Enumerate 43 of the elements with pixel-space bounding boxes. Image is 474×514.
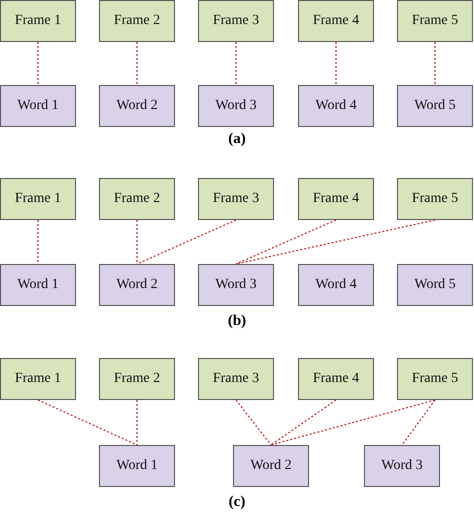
word-box: Word 5 — [397, 264, 473, 306]
word-box: Word 5 — [397, 85, 473, 127]
frame-box: Frame 4 — [298, 178, 374, 220]
word-box: Word 2 — [233, 445, 309, 487]
frame-box: Frame 5 — [397, 358, 473, 400]
frame-box: Frame 3 — [198, 0, 274, 42]
dotted-line — [270, 400, 336, 446]
frame-box: Frame 5 — [397, 0, 473, 42]
dotted-line — [402, 400, 436, 446]
dotted-line — [236, 220, 436, 264]
word-box: Word 3 — [198, 85, 274, 127]
panel-caption: (c) — [228, 494, 246, 511]
dotted-line — [38, 400, 138, 446]
frame-box: Frame 1 — [0, 0, 76, 42]
panel-caption: (a) — [228, 131, 246, 148]
word-box: Word 3 — [364, 445, 440, 487]
dotted-line — [434, 42, 436, 86]
frame-box: Frame 2 — [99, 178, 175, 220]
dotted-line — [270, 400, 436, 446]
word-box: Word 2 — [99, 264, 175, 306]
frame-box: Frame 4 — [298, 0, 374, 42]
word-box: Word 3 — [198, 264, 274, 306]
word-box: Word 1 — [0, 264, 76, 306]
dotted-line — [236, 400, 272, 446]
frame-box: Frame 5 — [397, 178, 473, 220]
panel-caption: (b) — [228, 313, 246, 330]
dotted-line — [136, 220, 236, 264]
dotted-line — [136, 42, 138, 86]
word-box: Word 4 — [298, 264, 374, 306]
word-box: Word 2 — [99, 85, 175, 127]
frame-box: Frame 2 — [99, 0, 175, 42]
frame-box: Frame 2 — [99, 358, 175, 400]
word-box: Word 4 — [298, 85, 374, 127]
dotted-line — [236, 220, 336, 264]
frame-box: Frame 3 — [198, 358, 274, 400]
frame-box: Frame 1 — [0, 358, 76, 400]
dotted-line — [136, 400, 138, 446]
frame-box: Frame 3 — [198, 178, 274, 220]
word-box: Word 1 — [0, 85, 76, 127]
frame-box: Frame 1 — [0, 178, 76, 220]
frame-box: Frame 4 — [298, 358, 374, 400]
dotted-line — [136, 220, 138, 264]
word-box: Word 1 — [99, 445, 175, 487]
